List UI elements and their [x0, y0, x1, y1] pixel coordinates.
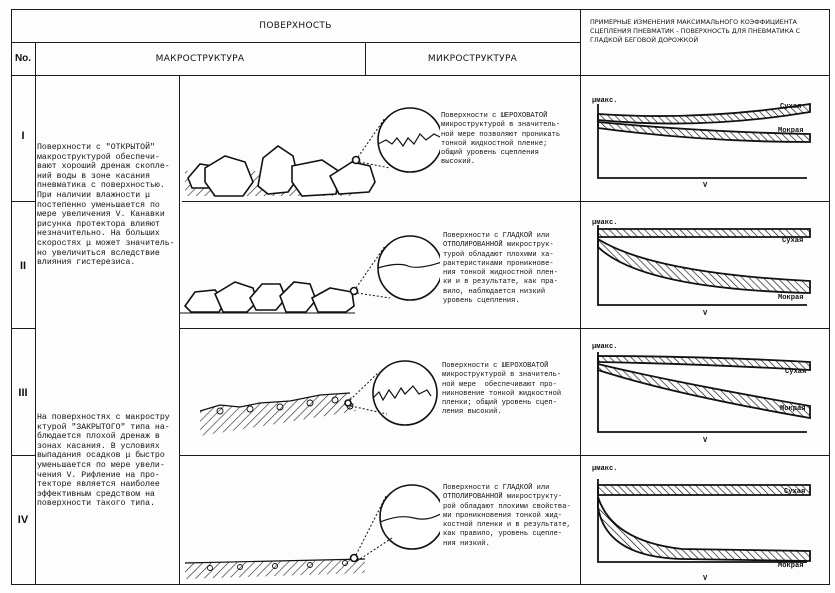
divider [179, 328, 830, 329]
dry-band [597, 484, 811, 496]
x-axis-label: V [703, 182, 708, 190]
header-surface: ПОВЕРХНОСТЬ [259, 21, 332, 31]
closed-smooth-macro-drawing [184, 484, 440, 579]
wet-label: Мокрая [778, 562, 804, 570]
divider [580, 9, 581, 585]
row-number: I [21, 130, 25, 142]
wet-band [597, 237, 811, 294]
divider [11, 201, 35, 202]
row-number: IV [17, 514, 29, 526]
dry-label: Сухая [785, 368, 807, 376]
x-axis-label: V [703, 310, 708, 318]
divider [11, 455, 35, 456]
micro-description: Поверхности с ШЕРОХОВАТОЙ микроструктуро… [442, 362, 562, 417]
chart-row-2 [597, 225, 811, 306]
micro-description: Поверхности с ГЛАДКОЙ или ОТПОЛИРОВАННОЙ… [443, 484, 571, 548]
wet-label: Мокрая [778, 127, 804, 135]
border-top [11, 9, 830, 10]
y-axis-label: μмакс. [592, 465, 618, 473]
divider [11, 328, 35, 329]
dry-label: Сухая [782, 237, 804, 245]
y-axis-label: μмакс. [592, 219, 618, 227]
chart-row-1 [597, 102, 811, 179]
wet-label: Мокрая [778, 294, 804, 302]
header-macro: МАКРОСТРУКТУРА [155, 54, 245, 64]
border-bottom [11, 584, 830, 585]
smooth-macro-stones-drawing [180, 235, 440, 314]
divider [179, 455, 830, 456]
surface-drawings [180, 107, 440, 579]
open-macro-stones-drawing [185, 107, 440, 197]
row-number: III [18, 387, 28, 399]
dry-label: Сухая [784, 488, 806, 496]
divider [365, 42, 366, 75]
x-axis-label: V [703, 437, 708, 445]
border-right [829, 9, 830, 585]
micro-description: Поверхности с ШЕРОХОВАТОЙ микроструктуро… [441, 112, 561, 167]
dry-label: Сухая [780, 103, 802, 111]
divider [11, 75, 830, 76]
wet-band [597, 362, 811, 420]
dry-band [597, 102, 811, 125]
dry-band [597, 228, 811, 238]
row-number: II [19, 260, 27, 272]
divider [35, 42, 36, 585]
chart-row-4 [597, 479, 811, 563]
chart-row-3 [597, 352, 811, 433]
y-axis-label: μмакс. [592, 97, 618, 105]
divider [182, 201, 830, 202]
wet-band [597, 121, 811, 143]
y-axis-label: μмакс. [592, 343, 618, 351]
macro-description-open: Поверхности с "ОТКРЫТОЙ" макроструктурой… [37, 143, 175, 268]
border-left [11, 9, 12, 585]
micro-description: Поверхности с ГЛАДКОЙ или ОТПОЛИРОВАННОЙ… [443, 232, 558, 306]
wet-band [597, 496, 811, 562]
header-micro: МИКРОСТРУКТУРА [427, 54, 518, 64]
adhesion-charts [597, 102, 811, 563]
closed-rough-macro-drawing [199, 360, 438, 436]
x-axis-label: V [703, 575, 708, 583]
dry-band [597, 355, 811, 371]
header-chart-column: ПРИМЕРНЫЕ ИЗМЕНЕНИЯ МАКСИМАЛЬНОГО КОЭФФИ… [590, 18, 801, 44]
divider [179, 75, 180, 585]
divider [11, 42, 580, 43]
header-no: No. [14, 53, 32, 64]
macro-description-closed: На поверхностях с макростру ктурой "ЗАКР… [37, 413, 170, 509]
wet-label: Мокрая [780, 405, 806, 413]
